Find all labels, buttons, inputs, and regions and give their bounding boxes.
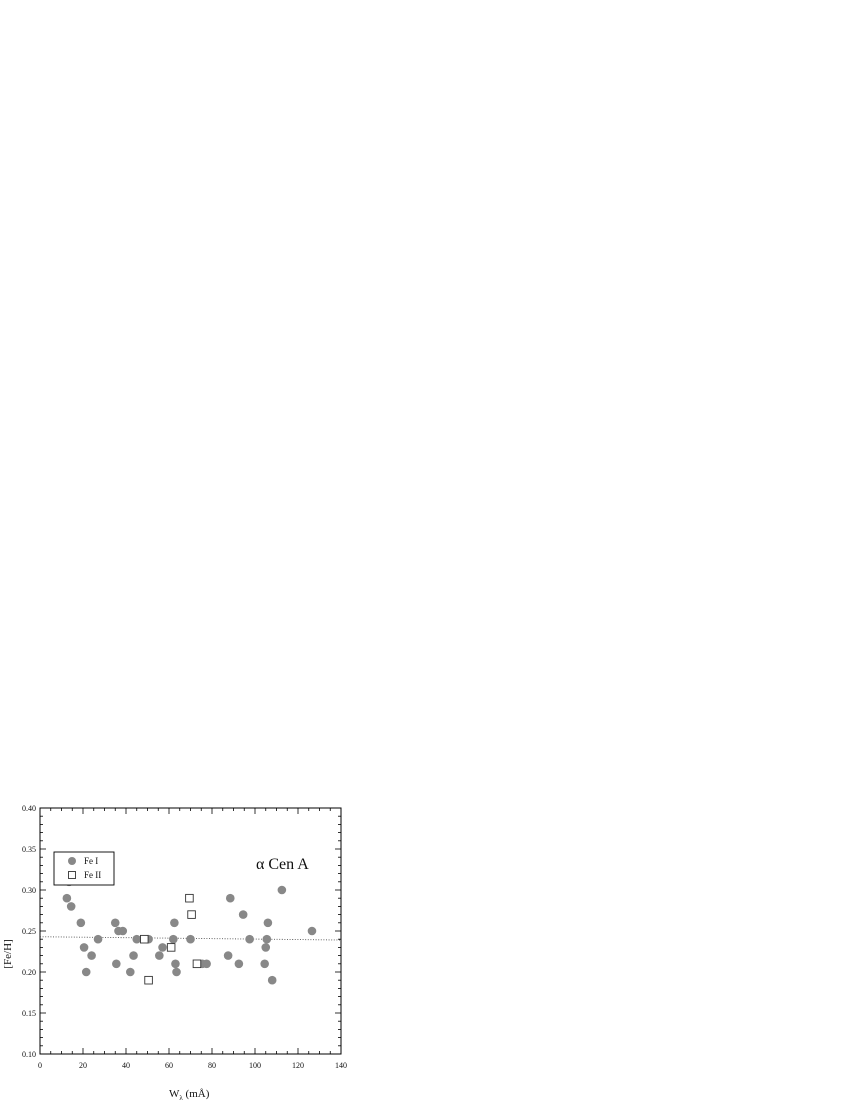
- legend-label-fe-ii: Fe II: [84, 870, 101, 880]
- y-tick-label: 0.35: [22, 845, 36, 854]
- data-point-fe-ii: [140, 934, 149, 944]
- data-point-fe-i: [76, 918, 86, 928]
- x-axis-label: Wλ (mÅ): [169, 1088, 210, 1100]
- data-point-fe-ii: [192, 959, 202, 969]
- y-tick-label: 0.15: [22, 1009, 36, 1018]
- data-points: [62, 877, 317, 985]
- data-point-fe-i: [132, 934, 142, 944]
- legend-label-fe-i: Fe I: [84, 856, 98, 866]
- x-tick-label: 100: [249, 1061, 261, 1070]
- legend: Fe I Fe II: [53, 851, 115, 886]
- legend-box: [53, 851, 115, 886]
- data-point-fe-i: [262, 934, 272, 944]
- data-point-fe-i: [155, 951, 164, 960]
- data-point-fe-ii: [187, 910, 196, 919]
- y-tick-label: 0.10: [22, 1050, 36, 1059]
- data-point-fe-i: [172, 967, 181, 977]
- data-point-fe-ii: [185, 893, 194, 903]
- data-point-fe-i: [170, 918, 179, 928]
- x-tick-label: 120: [292, 1061, 304, 1070]
- chart-annotation: α Cen A: [256, 856, 309, 873]
- x-tick-label: 140: [335, 1061, 347, 1070]
- y-tick-label: 0.40: [22, 804, 36, 813]
- data-point-fe-i: [238, 910, 248, 919]
- data-point-fe-i: [87, 951, 96, 960]
- data-point-fe-i: [126, 967, 135, 977]
- x-axis-label-subscript: λ: [179, 1094, 183, 1100]
- data-point-fe-i: [81, 967, 91, 977]
- data-point-fe-i: [93, 934, 103, 944]
- data-point-fe-i: [260, 959, 269, 969]
- data-point-fe-i: [169, 934, 178, 944]
- data-point-fe-i: [245, 934, 254, 944]
- y-axis-label: [Fe/H]: [2, 939, 14, 968]
- data-point-fe-i: [112, 959, 121, 969]
- data-point-fe-i: [223, 951, 233, 960]
- axis-ticks: [39, 807, 342, 1055]
- data-point-fe-i: [66, 902, 76, 911]
- data-point-fe-ii: [144, 975, 153, 985]
- data-point-fe-i: [261, 943, 271, 952]
- data-point-fe-ii: [166, 943, 176, 952]
- data-point-fe-i: [186, 934, 195, 944]
- y-tick-label: 0.25: [22, 927, 36, 936]
- x-axis-label-main: W: [169, 1088, 180, 1100]
- x-axis-label-unit: (mÅ): [183, 1088, 210, 1100]
- data-point-fe-i: [225, 893, 235, 903]
- legend-marker-fe-ii: [68, 871, 76, 879]
- data-point-fe-i: [79, 943, 89, 952]
- legend-marker-fe-i: [68, 857, 76, 865]
- data-point-fe-i: [158, 943, 167, 952]
- x-tick-label: 40: [122, 1061, 130, 1070]
- y-tick-label: 0.20: [22, 968, 36, 977]
- data-point-fe-i: [307, 926, 317, 936]
- plot-frame: [39, 807, 342, 1055]
- y-tick-label: 0.30: [22, 886, 36, 895]
- data-point-fe-i: [62, 893, 72, 903]
- data-point-fe-i: [202, 959, 211, 969]
- data-point-fe-i: [277, 885, 287, 895]
- data-point-fe-i: [263, 918, 273, 928]
- data-point-fe-i: [234, 959, 244, 969]
- tick-labels: 0 20 40 60 80 100 120 140 0.10 0.15 0.20 0.25 0.30 0.…: [22, 804, 347, 1070]
- x-tick-label: 0: [38, 1061, 42, 1070]
- mean-reference-line: [39, 936, 342, 941]
- data-point-fe-i: [129, 951, 138, 960]
- data-point-fe-i: [118, 926, 128, 936]
- x-tick-label: 80: [208, 1061, 216, 1070]
- data-point-fe-i: [267, 975, 277, 985]
- data-point-fe-i: [171, 959, 180, 969]
- x-tick-label: 60: [165, 1061, 173, 1070]
- data-point-fe-i: [110, 918, 120, 928]
- x-tick-label: 20: [79, 1061, 87, 1070]
